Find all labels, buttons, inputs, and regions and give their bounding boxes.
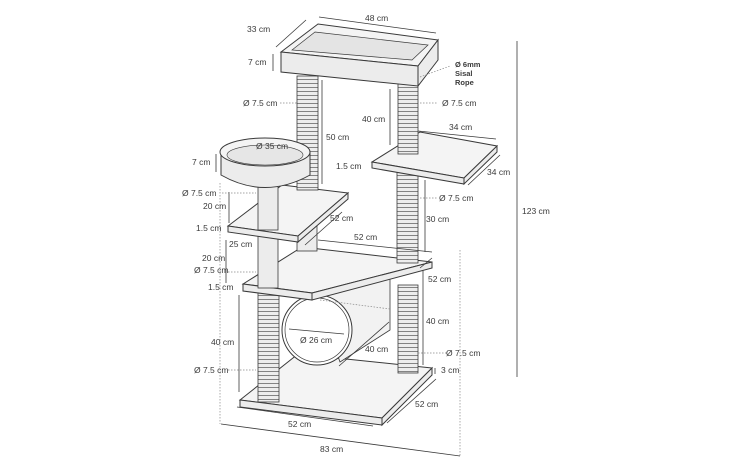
label-mid-plat-t: 1.5 cm [196,223,222,233]
label-lower-right-h: 40 cm [426,316,449,326]
label-bed-post-d: Ø 7.5 cm [182,188,216,198]
label-main-plat-d: 52 cm [428,274,451,284]
label-top-height: 7 cm [248,57,266,67]
label-rope: Rope [455,78,474,87]
label-right-post-d: Ø 7.5 cm [439,193,473,203]
label-mid-plat-depth: 52 cm [330,213,353,223]
label-main-post-h: 20 cm [202,253,225,263]
top-right-post [397,83,419,155]
label-lower-right-d: Ø 7.5 cm [446,348,480,358]
label-total-height: 123 cm [522,206,550,216]
tunnel [281,274,391,366]
label-lower-left-h: 40 cm [211,337,234,347]
middle-left-post [257,231,279,289]
round-bed [219,137,311,188]
label-base-w: 52 cm [288,419,311,429]
dimension-labels: 48 cm 33 cm 7 cm Ø 6mm Sisal Rope Ø 7.5 … [182,13,550,454]
label-post-top-right-d: Ø 7.5 cm [442,98,476,108]
label-right-plat-d: 34 cm [487,167,510,177]
label-post-top-left-d: Ø 7.5 cm [243,98,277,108]
label-right-plat-t: 1.5 cm [336,161,362,171]
label-main-plat-w: 52 cm [354,232,377,242]
label-top-width: 48 cm [365,13,388,23]
lower-right-post [397,284,419,374]
label-base-d: 52 cm [415,399,438,409]
label-sisal: Sisal [455,69,473,78]
label-total-width: 83 cm [320,444,343,454]
label-bed-h: 7 cm [192,157,210,167]
top-box [279,23,439,88]
label-mid-plat-d: 25 cm [229,239,252,249]
label-sisal-diameter: Ø 6mm [455,60,481,69]
label-base-t: 3 cm [441,365,459,375]
label-lower-left-d: Ø 7.5 cm [194,365,228,375]
label-right-post-h: 30 cm [426,214,449,224]
label-post-top-left-h: 50 cm [326,132,349,142]
lower-left-post [257,289,280,403]
label-bed-post-h: 20 cm [203,201,226,211]
right-platform [370,131,499,186]
dimension-lines [215,16,518,457]
label-post-top-right-h: 40 cm [362,114,385,124]
label-tunnel-d: Ø 26 cm [300,335,332,345]
label-tunnel-l: 40 cm [365,344,388,354]
label-right-plat-w: 34 cm [449,122,472,132]
base-board [238,353,434,427]
label-top-depth: 33 cm [247,24,270,34]
label-bed-d: Ø 35 cm [256,141,288,151]
label-main-plat-t: 1.5 cm [208,282,234,292]
label-main-post-d: Ø 7.5 cm [194,265,228,275]
